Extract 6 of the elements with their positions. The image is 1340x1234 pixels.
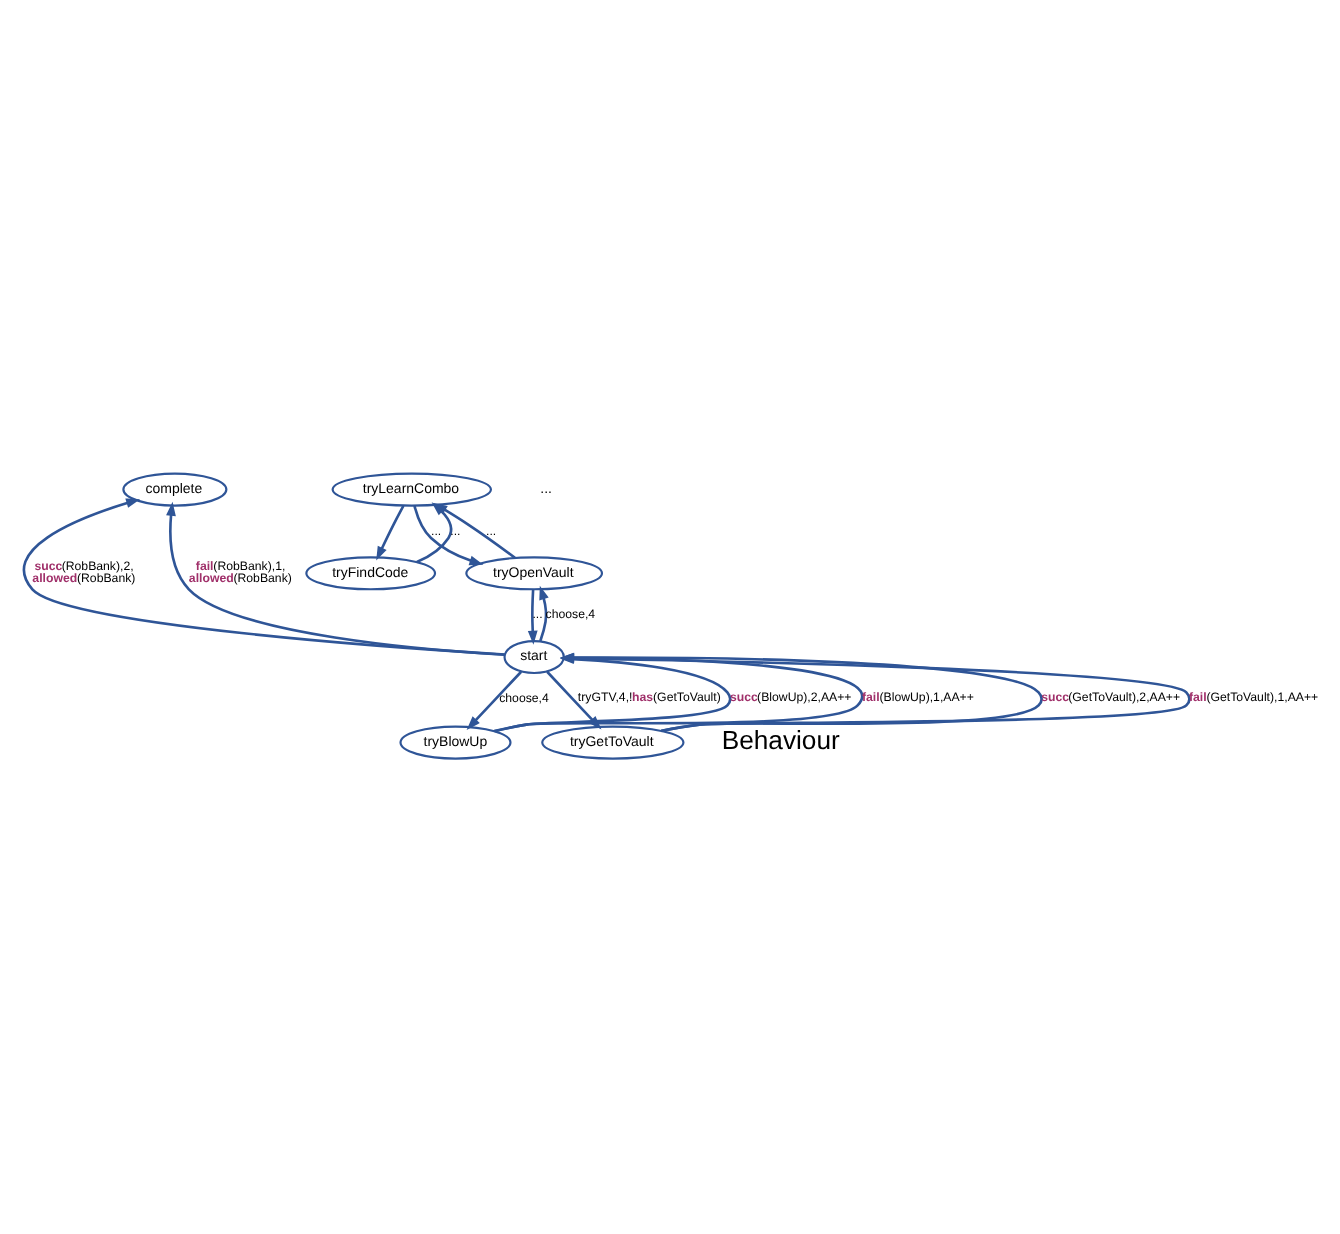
arrow (539, 585, 549, 642)
label: Behaviour (721, 725, 840, 756)
arrow (413, 505, 484, 566)
arrow (376, 505, 405, 561)
arrow (527, 589, 538, 645)
arrow (466, 670, 523, 730)
